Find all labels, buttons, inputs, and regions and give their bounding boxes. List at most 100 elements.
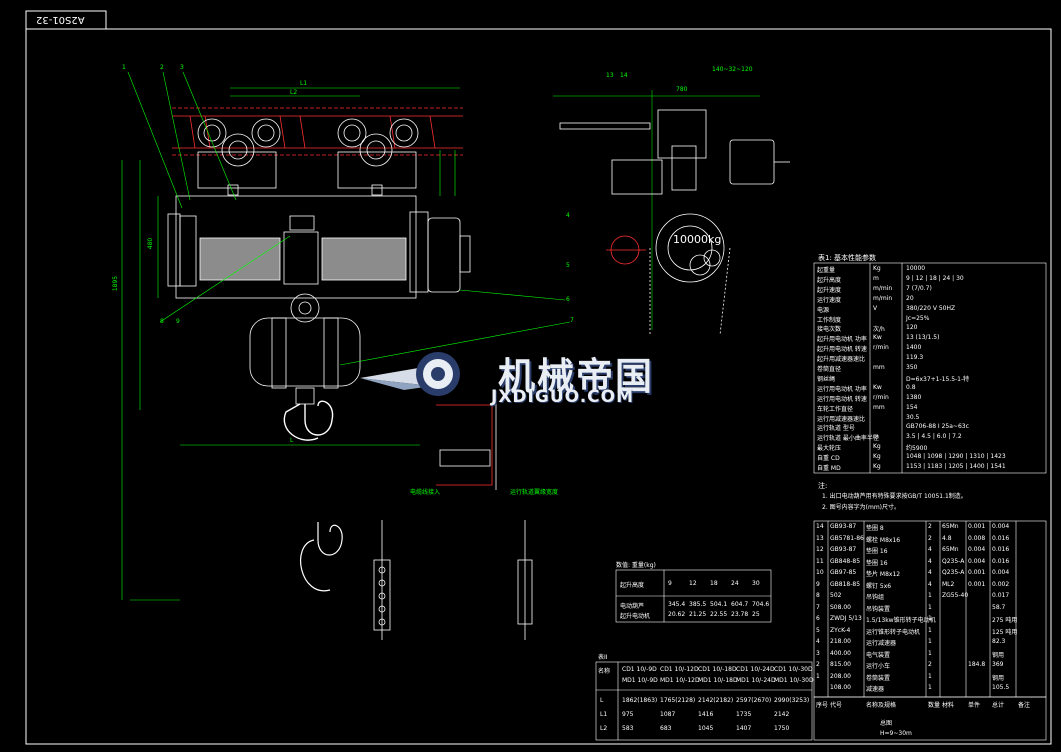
bom-cell: 2 [928,523,932,530]
param-name: 起升用减速器速比 [817,356,866,364]
model-header: CD1 10/-18D [698,666,737,673]
bom-cell: 垫片 M8x12 [866,571,901,578]
bom-cell: 14 [816,523,824,530]
bom-cell: Q235-A [942,569,965,576]
hook-block [249,293,361,441]
bom-cell: ZG55-40 [942,592,969,599]
bom-header: 代号 [830,702,843,709]
bom-cell: 65Mn [942,523,959,530]
bom-cell: 184.8 [968,661,986,668]
rail-section [436,403,497,490]
model-cell: 1045 [698,725,714,732]
note-2: 2. 图号内容字为(mm)尺寸。 [822,504,901,511]
dim-flange: 运行轨道翼缘宽度 [510,489,559,496]
model-cell: L1 [600,711,608,718]
bom-cell: 1 [928,626,932,634]
param-name: 最大轮压 [817,445,842,453]
param-value: 120 [906,324,918,332]
param-name: 运行用减速器速比 [817,415,866,423]
param-value: 380/220 V 50HZ [906,304,956,312]
bom-cell: 400.00 [830,649,851,657]
bom-cell: 815.00 [830,661,851,668]
model-table-caption: 表II [598,654,608,661]
bom-cell: 108.00 [830,684,851,691]
bom-cell: 0.002 [992,580,1010,588]
bom-cell: 1 [928,603,932,611]
param-unit: V [873,304,878,312]
model-cell: 975 [622,711,634,718]
load-label: 10000kg [673,233,722,246]
model-cell: 1765(2128) [660,697,696,704]
bom-header: 名称及规格 [866,702,897,709]
param-unit: r/min [873,393,889,401]
weight-header: 12 [689,580,697,587]
bom-cell: 钢用 [992,674,1005,682]
bom-cell: 减速器 [866,686,885,693]
param-name: 起升高度 [817,276,842,284]
bom-cell: 369 [992,661,1004,668]
param-name: 运行轨道 最小曲率半径 [817,435,879,443]
bom-cell: 0.004 [992,569,1010,576]
bom-header: 数量 [928,702,941,709]
bom-cell: 1 [928,649,932,657]
front-view [121,71,571,601]
param-name: 车轮工作直径 [817,405,854,413]
weight-cell: 385.5 [689,601,707,608]
bom-cell: 82.3 [992,638,1006,645]
param-name: 运行轨道 型号 [817,425,855,433]
bom-header: 序号 [816,702,829,709]
bom-cell: 13 [816,534,824,542]
bom-cell: 0.016 [992,557,1010,565]
param-unit: r/min [873,344,889,352]
model-cell: 683 [660,725,672,732]
param-value: 1380 [906,393,922,401]
bom-cell: 1 [928,592,932,599]
bom-cell: 螺栓 M8x16 [866,536,901,544]
dimensions [121,71,571,601]
bom-cell: 105.5 [992,684,1010,691]
bom-cell: 螺钉 5x6 [866,582,892,590]
param-value: 9 | 12 | 18 | 24 | 30 [906,274,964,282]
weight-header: 18 [710,580,718,587]
bom-cell: 运行小车 [866,663,891,670]
model-cell: 1407 [736,725,752,732]
param-unit: m [873,274,879,282]
weight-cell: 20.62 [668,611,686,618]
param-name: 起升用电动机 功率 [817,336,867,344]
bom-cell: 11 [816,557,824,565]
drawing-border [25,28,1052,745]
model-cell: 2142 [774,711,790,718]
weight-cell: 23.78 [731,611,749,618]
callout-9: 9 [176,318,180,325]
param-unit: Kg [873,453,881,461]
param-name: 起升速度 [817,286,842,294]
param-value: 3.5 | 4.5 | 6.0 | 7.2 [906,433,962,441]
param-name: 工作制度 [817,316,842,324]
param-name: 运行用电动机 功率 [817,385,867,393]
note-1: 1. 出口电动葫芦用有特殊要求按GB/T 10051.1制造。 [822,493,967,500]
param-name: 自重 MD [817,465,841,472]
scale-text: H=9~30m [880,730,912,737]
bom-cell: 0.001 [968,569,986,576]
weight-header: 起升高度 [620,582,645,589]
param-name: 起升用电动机 转速 [817,346,867,354]
param-name: 起重量 [817,267,836,274]
param-table-caption: 表1: 基本性能参数 [818,254,877,262]
model-header: CD1 10/-24D [736,666,775,673]
model-cell: 2142(2182) [698,697,734,704]
param-name: 接电次数 [817,326,842,334]
watermark-logo [360,352,460,396]
notes-heading: 注: [818,482,828,490]
model-header-2: MD1 10/-12D [660,677,700,684]
param-value: 119.3 [906,354,924,362]
callout-13: 13 [606,72,614,79]
bom-table-grid [813,520,1047,741]
model-header: CD1 10/-9D [622,666,657,673]
dim-cable: 电缆线接入 [410,489,441,496]
callout-3: 3 [180,64,184,71]
bom-cell: 0.001 [968,523,986,530]
bom-cell: 10 [816,569,824,576]
bom-cell: 4 [816,638,820,645]
bom-cell: 0.004 [968,557,986,565]
model-cell: L2 [600,725,608,732]
